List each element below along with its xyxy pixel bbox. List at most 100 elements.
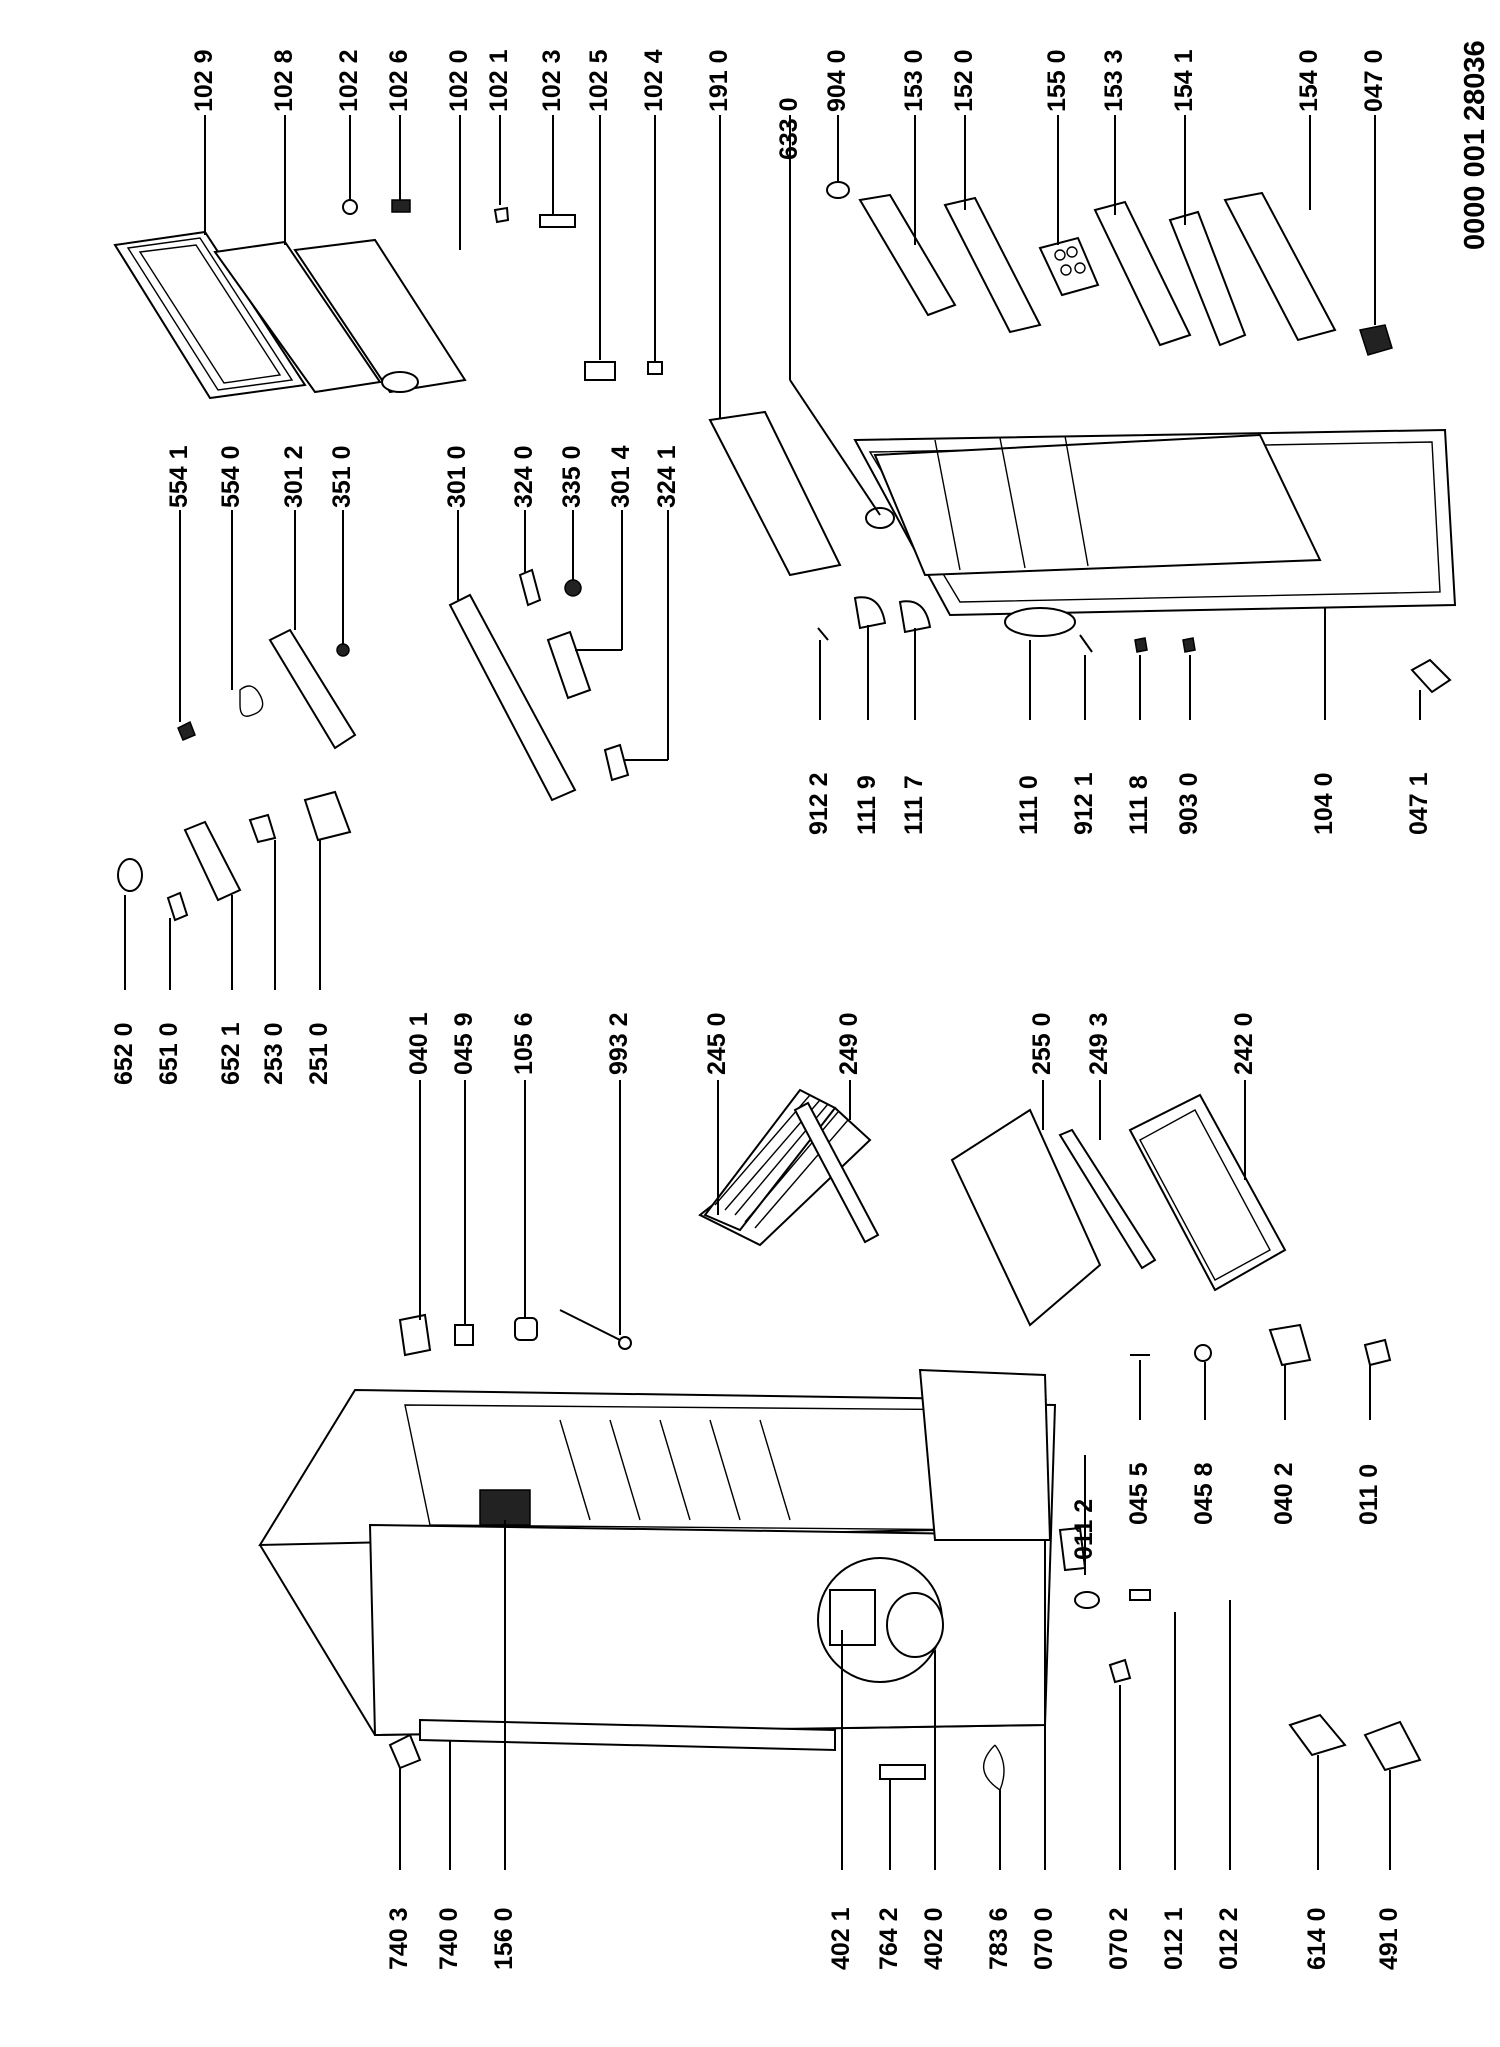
callout-label: 614 0 [1303, 1907, 1331, 1970]
relay-part [1288, 1713, 1347, 1757]
callout-label: 633 0 [775, 97, 803, 160]
callout-label: 102 9 [190, 49, 218, 112]
callout-label: 045 8 [1190, 1462, 1218, 1525]
foot-part [1004, 607, 1076, 637]
callout-label: 740 0 [435, 1907, 463, 1970]
hinge-cover-part [1359, 324, 1393, 356]
gasket-part [708, 410, 842, 577]
hinge-pin-part [1134, 637, 1148, 653]
callout-label: 324 0 [510, 445, 538, 508]
callout-label: 111 9 [853, 775, 881, 835]
bush-part [514, 1317, 538, 1341]
callout-label: 993 2 [605, 1012, 633, 1075]
callout-label: 903 0 [1175, 772, 1203, 835]
callout-label: 301 0 [443, 445, 471, 508]
screw-part [1079, 634, 1093, 653]
bracket-part [518, 568, 542, 607]
callout-label: 111 0 [1015, 775, 1043, 835]
strip-part [1058, 1128, 1157, 1270]
callout-label: 554 0 [217, 445, 245, 508]
callout-label: 249 3 [1085, 1012, 1113, 1075]
callout-label: 102 1 [485, 49, 513, 112]
callout-label: 102 5 [585, 49, 613, 112]
evaporator-grid-part [698, 1088, 872, 1247]
lamp-part [166, 891, 189, 922]
callout-label: 102 4 [640, 49, 668, 112]
callout-label: 554 1 [165, 445, 193, 508]
callout-label: 301 2 [280, 445, 308, 508]
callout-label: 783 6 [985, 1907, 1013, 1970]
callout-label: 351 0 [328, 445, 356, 508]
callout-label: 153 3 [1100, 49, 1128, 112]
callout-label: 245 0 [703, 1012, 731, 1075]
label-part [647, 361, 663, 375]
bracket-part [388, 1733, 422, 1770]
probe-tip-part [618, 1336, 632, 1350]
parts-drawings [113, 181, 1457, 1792]
callout-label: 045 5 [1125, 1462, 1153, 1525]
callout-label: 047 1 [1405, 772, 1433, 835]
probe-part [559, 1309, 621, 1341]
thermostat-part [177, 628, 357, 750]
pin-part [454, 1324, 474, 1346]
cabinet-part [258, 1368, 1057, 1737]
callout-label: 402 1 [827, 1907, 855, 1970]
drawer-lid-part [113, 230, 307, 400]
callout-label: 491 0 [1375, 1907, 1403, 1970]
callout-label: 155 0 [1043, 49, 1071, 112]
callout-label: 652 1 [217, 1022, 245, 1085]
light-cover-part [448, 593, 577, 802]
callout-label: 191 0 [705, 49, 733, 112]
egg-tray-part [1038, 236, 1100, 297]
strip-part [793, 1101, 880, 1244]
door-shelf-part [858, 193, 957, 317]
callout-label: 912 1 [1070, 772, 1098, 835]
callout-label: 102 8 [270, 49, 298, 112]
document-number: 0000 001 28036 [1459, 40, 1491, 250]
label-part [584, 361, 616, 381]
hinge-part [898, 600, 932, 634]
filter-drier-part [879, 1764, 926, 1780]
clip-part [342, 199, 358, 215]
callout-label: 301 4 [607, 445, 635, 508]
knob-part [826, 181, 850, 199]
callout-label: 011 2 [1070, 1499, 1098, 1560]
callout-label: 111 8 [1125, 775, 1153, 835]
callout-label: 153 0 [900, 49, 928, 112]
leader-lines [124, 115, 1421, 1870]
crisper-drawer-part [1128, 1093, 1287, 1292]
callout-label: 040 2 [1270, 1462, 1298, 1525]
callout-label: 102 3 [538, 49, 566, 112]
callout-label: 251 0 [305, 1022, 333, 1085]
callout-labels: 102 9 102 8 102 2 102 6 102 0 102 1 102 … [110, 49, 1433, 1970]
door-shelf-part [1223, 191, 1337, 342]
glass-plate-part [213, 240, 382, 394]
strip-part [539, 214, 576, 228]
callout-label: 652 0 [110, 1022, 138, 1085]
switch-part [248, 813, 277, 844]
hinge-cover-part [1410, 658, 1452, 694]
nut-part [1194, 1344, 1212, 1362]
callout-label: 102 0 [445, 49, 473, 112]
callout-label: 651 0 [155, 1022, 183, 1085]
door-part [853, 428, 1457, 617]
callout-label: 152 0 [950, 49, 978, 112]
callout-label: 011 0 [1355, 1464, 1383, 1525]
callout-label: 105 6 [510, 1012, 538, 1075]
condenser-part [419, 1718, 836, 1752]
tube-part [983, 1744, 1005, 1792]
door-shelf-part [943, 196, 1042, 334]
callout-label: 335 0 [558, 445, 586, 508]
callout-label: 070 2 [1105, 1907, 1133, 1970]
callout-label: 249 0 [835, 1012, 863, 1075]
callout-label: 156 0 [490, 1907, 518, 1970]
bulb-part [564, 579, 582, 597]
diffuser-part [546, 630, 592, 700]
callout-label: 012 2 [1215, 1907, 1243, 1970]
callout-label: 104 0 [1310, 772, 1338, 835]
callout-label: 255 0 [1028, 1012, 1056, 1075]
bracket-part [603, 743, 630, 782]
callout-label: 402 0 [920, 1907, 948, 1970]
callout-label: 047 0 [1360, 49, 1388, 112]
